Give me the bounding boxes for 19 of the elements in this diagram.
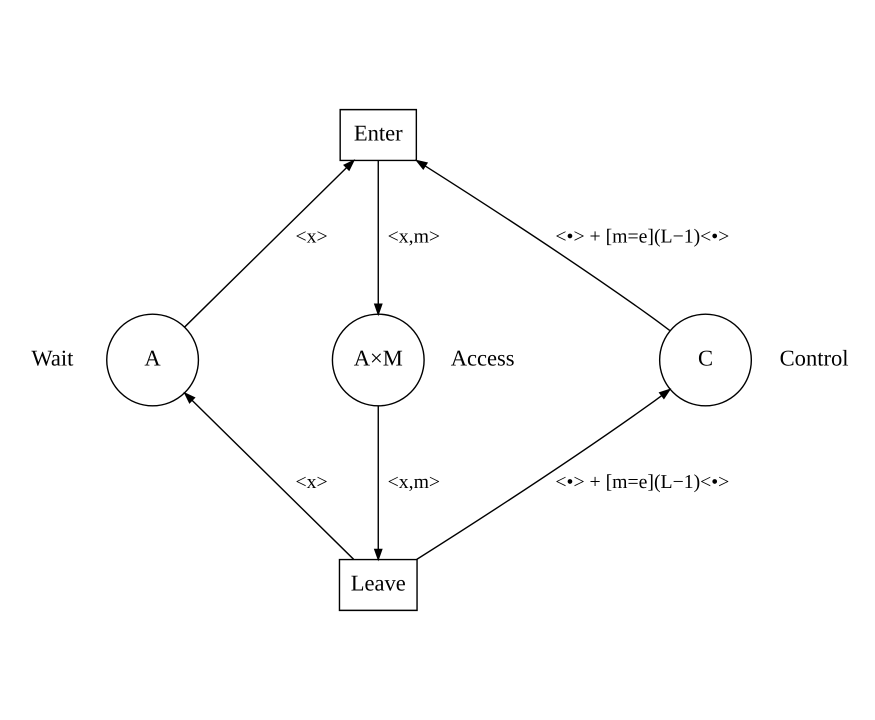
node-circle: A×M <box>332 313 425 407</box>
edge-label: <•> + [m=e](L−1)<•> <box>555 470 730 493</box>
arrow <box>374 406 383 562</box>
node-box: Leave <box>338 558 418 612</box>
arrow <box>414 159 670 332</box>
edge-label: <•> + [m=e](L−1)<•> <box>555 226 730 248</box>
node-box: Enter <box>339 108 418 162</box>
arrow <box>374 160 383 316</box>
arrow <box>416 388 672 560</box>
edge-label: <x> <box>296 226 328 248</box>
edge-label: <x,m> <box>388 226 440 248</box>
node-label: Wait <box>31 345 74 370</box>
arrow <box>183 392 354 560</box>
node-label: Control <box>780 345 849 370</box>
node-circle: A <box>106 313 200 407</box>
edge-label: <x> <box>296 470 328 493</box>
node-label: Access <box>450 345 515 370</box>
edge-label: <x,m> <box>388 470 440 493</box>
arrow <box>184 159 356 328</box>
